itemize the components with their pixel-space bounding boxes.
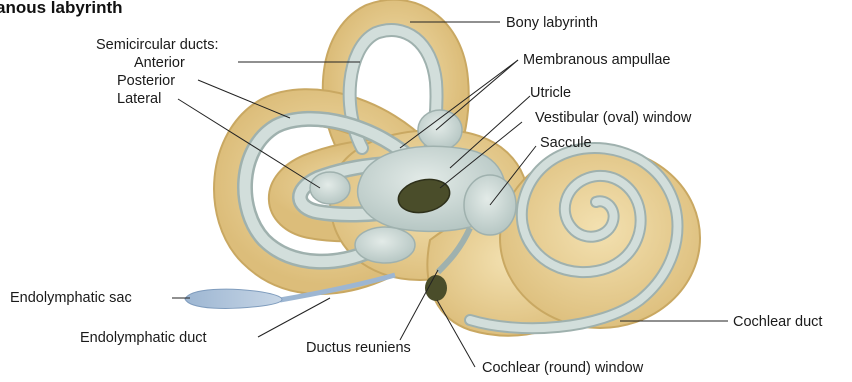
label-ductus-reuniens: Ductus reuniens: [306, 340, 411, 356]
label-utricle: Utricle: [530, 85, 571, 101]
diagram-title: anous labyrinth: [0, 0, 123, 17]
label-lateral: Lateral: [117, 91, 161, 107]
label-membranous-ampullae: Membranous ampullae: [523, 52, 671, 68]
label-endolymphatic-duct: Endolymphatic duct: [80, 330, 207, 346]
label-posterior: Posterior: [117, 73, 175, 89]
label-cochlear-duct: Cochlear duct: [733, 314, 822, 330]
label-saccule: Saccule: [540, 135, 592, 151]
label-anterior: Anterior: [134, 55, 185, 71]
label-bony-labyrinth: Bony labyrinth: [506, 15, 598, 31]
label-semicircular-ducts: Semicircular ducts:: [96, 37, 218, 53]
label-vestibular-window: Vestibular (oval) window: [535, 110, 692, 126]
label-cochlear-round-window: Cochlear (round) window: [482, 360, 644, 376]
label-endolymphatic-sac: Endolymphatic sac: [10, 290, 132, 306]
